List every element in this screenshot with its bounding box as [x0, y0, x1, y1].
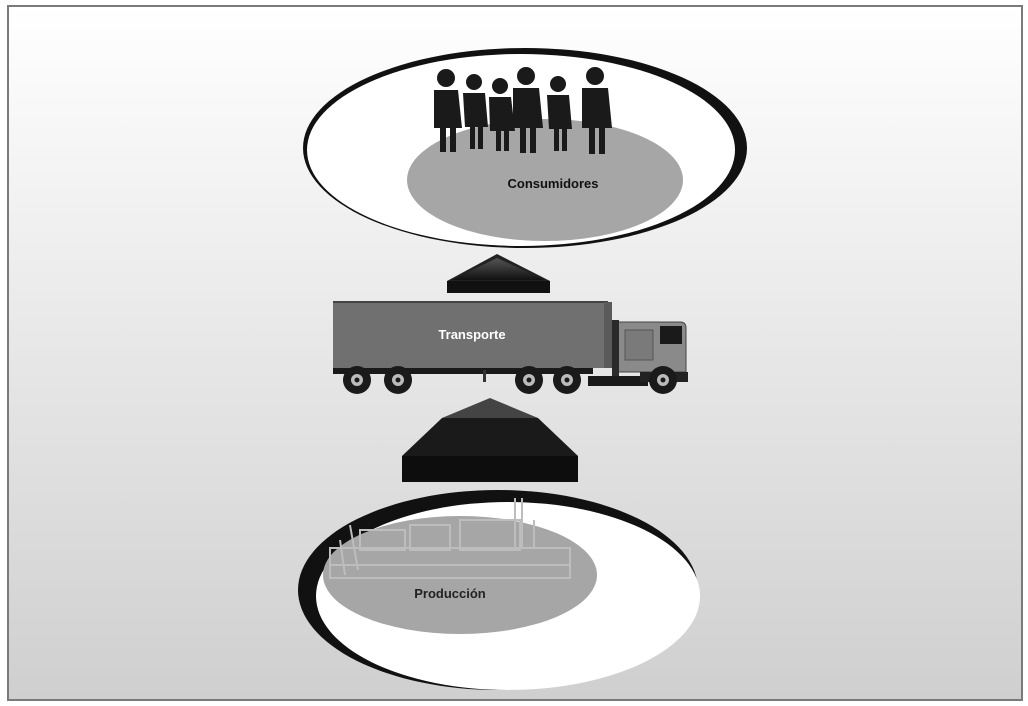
- production-node: Producción: [298, 490, 700, 690]
- production-label: Producción: [414, 586, 486, 601]
- consumers-label: Consumidores: [507, 176, 598, 191]
- transport-label: Transporte: [438, 327, 505, 342]
- consumers-node: Consumidores: [303, 48, 747, 248]
